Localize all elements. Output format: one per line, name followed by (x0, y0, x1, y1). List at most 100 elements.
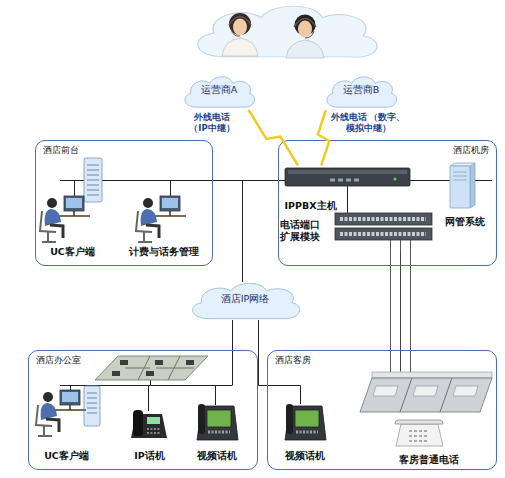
device-caption: UC客户端 (24, 450, 110, 462)
office-devices (155, 360, 163, 365)
network-wire (148, 385, 149, 411)
lightning-link (249, 110, 298, 166)
area-box: 酒店机房 IPPBX主机电话端口扩展模块 网管系统 (278, 140, 497, 266)
network-wire (347, 186, 348, 214)
operator-person (229, 17, 251, 26)
operator-person (233, 19, 247, 36)
office-devices (133, 410, 143, 436)
operator-person (222, 38, 258, 56)
guest-room-devices (409, 431, 429, 441)
machine-room-devices (450, 166, 470, 208)
device-node: 电话端口扩展模块 (280, 214, 435, 252)
guest-room-devices (395, 420, 443, 424)
area-title: 酒店客房 (275, 354, 311, 367)
desk-person (36, 390, 86, 436)
device-caption: 计费与话务管理 (112, 246, 216, 258)
office-devices (36, 356, 238, 440)
office-devices (125, 356, 194, 380)
device-node: IPPBX主机 (283, 166, 412, 212)
area-title: 酒店办公室 (36, 354, 81, 367)
edge-label: 外线电话 （IP中继） (170, 112, 254, 134)
operator-person (231, 29, 240, 36)
network-cloud: 酒店IP网络 (185, 280, 305, 322)
device-caption: 网管系统 (432, 216, 498, 228)
device-caption: 客房普通电话 (357, 454, 501, 466)
network-cloud: 运营商A (180, 74, 258, 110)
machine-room-devices (394, 178, 397, 181)
office-devices (95, 356, 208, 380)
device-caption: IP话机 (117, 450, 183, 462)
area-box: 酒店前台UC客户端计费与话务管理 (35, 140, 213, 266)
network-wire (170, 180, 171, 196)
device-node: 视频话机 (278, 398, 333, 462)
network-wire (60, 180, 492, 411)
video-phone (285, 404, 326, 440)
operator-cloud (198, 6, 377, 57)
device-node: IP话机 (125, 400, 175, 462)
machine-room-devices (470, 163, 475, 208)
guest-room-devices (373, 386, 478, 396)
device-node: 视频话机 (190, 398, 245, 462)
operator-person (286, 40, 324, 58)
operator-person (294, 19, 316, 28)
area-box: 酒店办公室 UC客户端 IP话机视频话机 (28, 350, 258, 470)
area-title: 酒店前台 (43, 144, 79, 157)
office-devices (112, 371, 120, 376)
operator-person (222, 13, 324, 58)
front-desk-devices (84, 158, 102, 202)
area-box: 酒店客房视频话机客房普通电话 (267, 350, 497, 470)
network-wire (150, 380, 151, 385)
network-wire (242, 180, 243, 282)
operator-person (298, 21, 312, 38)
machine-room-devices (285, 168, 410, 186)
office-devices (147, 429, 160, 433)
device-node: 计费与话务管理 (120, 185, 208, 258)
network-wire (70, 385, 71, 390)
guest-room-devices (372, 372, 492, 378)
device-node: UC客户端 (32, 383, 102, 462)
office-devices (87, 393, 97, 413)
phone-wire (390, 240, 391, 378)
operator-cloud (198, 6, 377, 57)
network-wire (232, 320, 233, 386)
device-node: 客房普通电话 (365, 372, 493, 466)
office-devices (146, 371, 154, 376)
device-caption: 视频话机 (270, 450, 341, 462)
front-desk-devices (87, 165, 99, 195)
machine-room-devices (340, 219, 426, 234)
device-caption: IPPBX主机 (285, 200, 337, 212)
guest-room-devices (396, 424, 443, 446)
operator-person (305, 31, 314, 38)
area-title: 酒店机房 (453, 144, 489, 157)
machine-room-devices (288, 170, 407, 174)
edge-label: 外线电话 （数字、模拟中继） (328, 112, 408, 134)
cloud-label: 运营商B (322, 84, 400, 97)
device-caption: UC客户端 (30, 246, 116, 258)
desk-person (136, 196, 186, 242)
network-wire (74, 180, 75, 196)
cloud-label: 酒店IP网络 (185, 292, 305, 305)
device-node: UC客户端 (38, 158, 108, 258)
guest-room-devices (285, 372, 492, 446)
office-devices (120, 360, 128, 365)
device-node: 网管系统 (440, 160, 490, 228)
desk-person (40, 196, 90, 242)
machine-room-devices (450, 163, 475, 166)
device-caption: 电话端口扩展模块 (280, 219, 322, 243)
office-devices (84, 386, 100, 426)
front-desk-devices (40, 158, 186, 242)
machine-room-devices (330, 179, 359, 182)
network-wire (215, 385, 216, 405)
device-caption: 视频话机 (182, 450, 253, 462)
phone-wire (410, 240, 411, 378)
office-devices (147, 417, 160, 424)
phone-wire (400, 240, 401, 252)
network-cloud: 运营商B (322, 74, 400, 110)
phone-wire (391, 240, 411, 378)
lightning-link (318, 110, 330, 166)
phone-line (400, 252, 401, 372)
network-wire (60, 180, 492, 181)
